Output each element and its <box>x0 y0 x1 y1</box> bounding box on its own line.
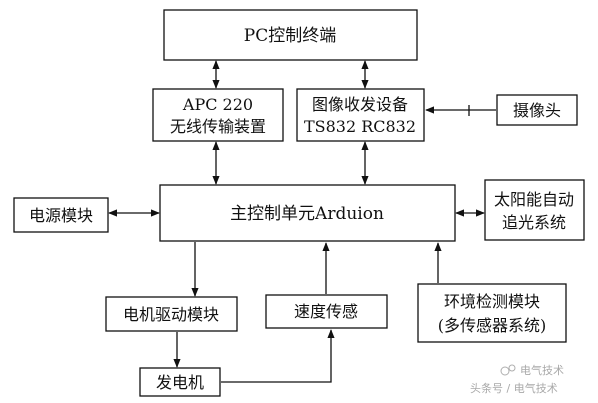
image-transceiver-block: 图像收发设备 TS832 RC832 <box>296 88 425 142</box>
watermark-logo-icon <box>500 364 516 376</box>
apc-wireless-block: APC 220 无线传输装置 <box>152 88 284 142</box>
apc-wireless-label-line2: 无线传输装置 <box>170 117 266 136</box>
pc-terminal-block: PC控制终端 <box>163 9 418 61</box>
motor-driver-label: 电机驱动模块 <box>123 305 219 324</box>
watermark: 电气技术 头条号 / 电气技术 <box>470 363 564 395</box>
generator-block: 发电机 <box>139 367 221 397</box>
watermark-line1: 电气技术 <box>520 363 564 377</box>
solar-tracking-label-line1: 太阳能自动 <box>494 190 574 209</box>
image-transceiver-label-line1: 图像收发设备 <box>312 95 408 114</box>
power-module-label: 电源模块 <box>29 206 93 225</box>
camera-label: 摄像头 <box>513 101 561 120</box>
pc-terminal-label: PC控制终端 <box>244 26 336 46</box>
main-control-label: 主控制单元Arduion <box>230 204 384 224</box>
environment-detection-block: 环境检测模块 (多传感器系统) <box>417 283 567 343</box>
power-module-block: 电源模块 <box>13 197 109 233</box>
motor-driver-block: 电机驱动模块 <box>105 296 238 332</box>
camera-block: 摄像头 <box>496 94 578 126</box>
solar-tracking-block: 太阳能自动 追光系统 <box>484 179 585 241</box>
watermark-line2: 头条号 / 电气技术 <box>470 381 558 395</box>
speed-sensor-label: 速度传感 <box>294 302 358 321</box>
link-generator-speed <box>221 329 335 383</box>
main-control-block: 主控制单元Arduion <box>159 184 456 242</box>
environment-detection-label-line2: (多传感器系统) <box>438 316 547 335</box>
environment-detection-label-line1: 环境检测模块 <box>444 292 540 311</box>
apc-wireless-label-line1: APC 220 <box>182 95 253 114</box>
generator-label: 发电机 <box>156 373 204 392</box>
solar-tracking-label-line2: 追光系统 <box>502 213 566 232</box>
speed-sensor-block: 速度传感 <box>265 294 388 329</box>
image-transceiver-label-line2: TS832 RC832 <box>304 117 416 136</box>
